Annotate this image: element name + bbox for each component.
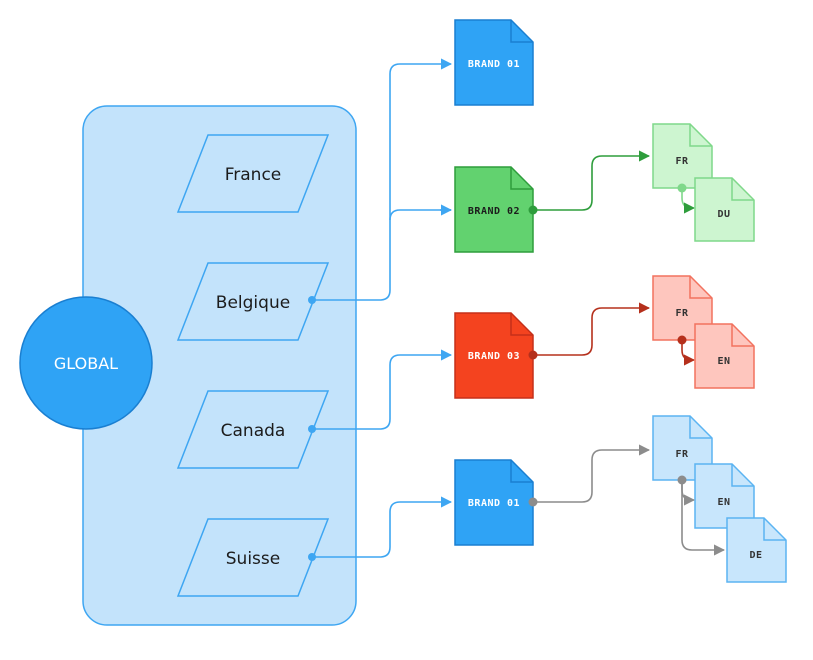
global-label: GLOBAL — [54, 354, 118, 373]
connector-fr-de — [681, 480, 726, 556]
brand-doc-4[interactable]: BRAND 01 — [454, 459, 534, 546]
country-label-suisse: Suisse — [226, 549, 280, 569]
document-fold — [731, 324, 754, 347]
language-doc-brand03-en[interactable]: EN — [694, 323, 755, 389]
country-brand-connectors — [312, 58, 453, 558]
connector-dot-brand02 — [528, 205, 538, 215]
language-label: FR — [675, 308, 689, 319]
global-circle — [19, 296, 153, 430]
document-icon — [652, 123, 713, 189]
connector-brand02-languages — [533, 150, 651, 211]
document-fold — [510, 167, 533, 190]
document-fold — [510, 20, 533, 43]
country-shape — [176, 518, 330, 597]
connector-dot-fr — [677, 183, 687, 193]
language-doc-brand02-fr[interactable]: FR — [652, 123, 713, 189]
connector-dot-belgique — [308, 296, 316, 304]
country-node-france[interactable]: France — [176, 134, 330, 213]
document-icon — [726, 517, 787, 583]
language-label: FR — [675, 156, 689, 167]
document-fold — [689, 416, 712, 439]
brand-doc-1[interactable]: BRAND 01 — [454, 19, 534, 106]
country-shape — [176, 134, 330, 213]
connector-dot-suisse — [308, 553, 316, 561]
brand-label-2: BRAND 02 — [468, 206, 520, 217]
document-fold — [689, 276, 712, 299]
document-icon — [694, 177, 755, 242]
document-fold — [689, 124, 712, 147]
connector-dot-brand03 — [528, 350, 538, 360]
brand-label-3: BRAND 03 — [468, 351, 520, 362]
language-doc-brand04-en[interactable]: EN — [694, 463, 755, 529]
connector-belgique-brand01 — [312, 58, 453, 301]
country-shape — [176, 262, 330, 341]
global-node[interactable]: GLOBAL — [19, 296, 153, 430]
document-fold — [510, 460, 533, 483]
country-node-suisse[interactable]: Suisse — [176, 518, 330, 597]
document-fold — [731, 464, 754, 487]
country-label-france: France — [225, 165, 282, 185]
language-doc-brand04-de[interactable]: DE — [726, 517, 787, 583]
document-icon — [694, 323, 755, 389]
country-node-belgique[interactable]: Belgique — [176, 262, 330, 341]
brand-doc-3[interactable]: BRAND 03 — [454, 312, 534, 399]
country-label-belgique: Belgique — [216, 293, 290, 313]
connector-suisse-brand01 — [312, 496, 453, 558]
connector-dot-fr — [677, 335, 687, 345]
connector-brand03-languages — [533, 302, 651, 356]
connector-brand04-languages — [533, 444, 651, 503]
brand-label-4: BRAND 01 — [468, 498, 520, 509]
country-label-canada: Canada — [221, 421, 286, 441]
connector-fr-du — [681, 188, 696, 214]
document-fold — [731, 178, 754, 201]
connector-dot-brand04 — [528, 497, 538, 507]
connector-dot-canada — [308, 425, 316, 433]
language-label: FR — [675, 449, 689, 460]
connector-canada-brand03 — [312, 349, 453, 430]
document-fold — [763, 518, 786, 541]
country-shape — [176, 390, 330, 469]
connector-belgique-brand02 — [389, 209, 451, 221]
brand-label-1: BRAND 01 — [468, 59, 520, 70]
connector-dot-fr — [677, 475, 687, 485]
language-label: EN — [717, 356, 730, 367]
language-label: DE — [749, 550, 762, 561]
document-fold — [510, 313, 533, 336]
country-node-canada[interactable]: Canada — [176, 390, 330, 469]
brand-doc-2[interactable]: BRAND 02 — [454, 166, 534, 253]
connector-fr-en — [681, 340, 696, 366]
language-label: DU — [717, 209, 730, 220]
document-icon — [694, 463, 755, 529]
language-doc-brand02-du[interactable]: DU — [694, 177, 755, 242]
language-label: EN — [717, 497, 730, 508]
